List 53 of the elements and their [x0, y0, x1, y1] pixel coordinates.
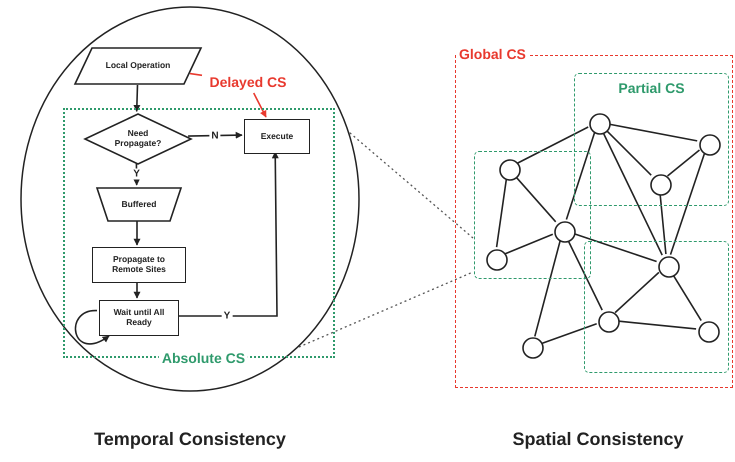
- magnifier-circle: [20, 6, 360, 392]
- edge-label: N: [209, 130, 221, 142]
- connector-line: [618, 320, 696, 330]
- decision-diamond: Need Propagate?: [84, 113, 192, 165]
- trapezoid-box: Buffered: [96, 187, 182, 222]
- node-label: Temporal Consistency: [94, 429, 286, 450]
- process-box: Propagate to Remote Sites: [92, 247, 186, 283]
- input-parallelogram: Local Operation: [74, 47, 202, 85]
- connector-line: [602, 132, 663, 256]
- region-label: Global CS: [456, 46, 529, 62]
- connector-line: [672, 274, 702, 322]
- graph-node-circle: [486, 249, 508, 271]
- connector-line: [567, 240, 603, 310]
- arrow: [134, 220, 140, 246]
- process-box: Execute: [244, 119, 310, 154]
- connector-line: [670, 153, 706, 255]
- graph-node-circle: [650, 174, 672, 196]
- connector-line: [514, 176, 556, 222]
- dashed-region: [574, 73, 729, 206]
- connector-line: [614, 272, 660, 314]
- connector-line: [573, 232, 657, 262]
- process-box: Wait until All Ready: [99, 300, 179, 336]
- arrow: [188, 132, 243, 139]
- node-label: Spatial Consistency: [512, 429, 684, 450]
- connector-line: [504, 233, 554, 255]
- arrow: [134, 281, 140, 299]
- region-label: Absolute CS: [158, 350, 248, 366]
- connector-line: [659, 194, 667, 254]
- arrow: [133, 84, 140, 112]
- arrow: [252, 92, 267, 118]
- graph-node-circle: [598, 311, 620, 333]
- graph-node-circle: [658, 256, 680, 278]
- graph-node-circle: [698, 321, 720, 343]
- connector-line: [534, 240, 561, 337]
- graph-node-circle: [589, 113, 611, 135]
- graph-node-circle: [499, 159, 521, 181]
- connector-line: [517, 126, 589, 164]
- connector-line: [496, 178, 508, 248]
- edge-label: Y: [131, 168, 142, 180]
- dashed-region: [584, 241, 729, 373]
- arrow: [74, 310, 110, 344]
- dotted-guide-line: [349, 132, 474, 239]
- connector-line: [667, 149, 700, 177]
- connector-line: [566, 132, 596, 220]
- dashed-region: [474, 151, 591, 279]
- connector-line: [190, 72, 202, 76]
- edge-label: Y: [222, 310, 232, 322]
- graph-node-circle: [554, 221, 576, 243]
- connector-line: [542, 322, 597, 344]
- connector-line: [608, 123, 698, 142]
- connector-line: [605, 129, 652, 176]
- graph-node-circle: [699, 134, 721, 156]
- graph-node-circle: [522, 337, 544, 359]
